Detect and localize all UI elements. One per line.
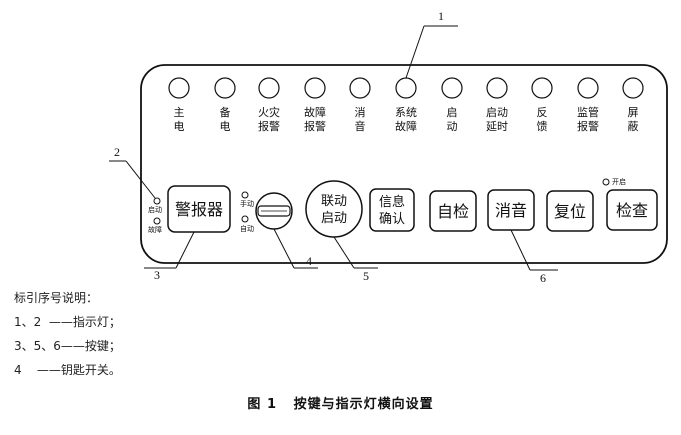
indicator-label-line1: 启 bbox=[447, 106, 458, 119]
indicator-lamp-backup-power bbox=[214, 77, 236, 99]
callout-number-6: 6 bbox=[540, 271, 546, 285]
key-switch-manual-dot bbox=[241, 191, 249, 199]
indicator-label-line1: 监管 bbox=[577, 105, 599, 119]
indicator-label-line2: 电 bbox=[174, 120, 185, 133]
linkage-start-label-line2: 启动 bbox=[321, 211, 347, 226]
indicator-lamp-main-power bbox=[168, 77, 190, 99]
alarm-button-label: 警报器 bbox=[175, 200, 223, 219]
legend-line-buttons: 3、5、6——按键； bbox=[14, 339, 121, 353]
callout-number-2: 2 bbox=[114, 145, 120, 159]
alarm-button[interactable] bbox=[167, 185, 231, 233]
legend-line-indicators: 1、2 ——指示灯； bbox=[14, 315, 121, 329]
legend-title: 标引序号说明： bbox=[14, 291, 99, 305]
key-switch-label-auto: 自动 bbox=[240, 224, 254, 233]
indicator-lamp-small-open bbox=[602, 178, 610, 186]
indicator-lamp-silence bbox=[349, 77, 371, 99]
small-indicator-label-start: 启动 bbox=[148, 205, 162, 214]
indicator-label-line1: 屏 bbox=[628, 106, 639, 119]
callout-number-4: 4 bbox=[306, 254, 312, 268]
callout-leader-1 bbox=[405, 25, 425, 79]
indicator-label-line2: 馈 bbox=[537, 120, 548, 133]
callout-leader-2 bbox=[125, 160, 156, 199]
indicator-label-line2: 报警 bbox=[258, 119, 280, 133]
small-indicator-label-open: 开启 bbox=[612, 177, 626, 186]
indicator-label-line1: 故障 bbox=[304, 105, 326, 119]
self-check-button[interactable] bbox=[429, 190, 477, 232]
callout-number-5: 5 bbox=[363, 269, 369, 283]
info-confirm-label-line2: 确认 bbox=[379, 212, 405, 227]
info-confirm-label-line1: 信息 bbox=[379, 194, 405, 210]
linkage-start-label-line1: 联动 bbox=[321, 194, 347, 209]
indicator-label-line2: 延时 bbox=[486, 120, 508, 133]
inspect-button[interactable] bbox=[606, 189, 658, 231]
legend-line-key-switch: 4 ——钥匙开关。 bbox=[14, 363, 121, 377]
silence-label: 消音 bbox=[495, 201, 527, 220]
callout-leader-3 bbox=[175, 231, 195, 269]
reset-label: 复位 bbox=[554, 202, 586, 221]
indicator-lamp-small-start bbox=[153, 197, 161, 205]
key-switch-label-manual: 手动 bbox=[240, 199, 254, 208]
indicator-label-line1: 火灾 bbox=[258, 105, 280, 119]
indicator-label-line2: 蔽 bbox=[628, 120, 639, 133]
inspect-label: 检查 bbox=[616, 201, 648, 220]
callout-leader-5 bbox=[333, 236, 355, 269]
indicator-label-line1: 消 bbox=[355, 105, 366, 119]
figure-caption: 图 1 按键与指示灯横向设置 bbox=[247, 397, 434, 412]
indicator-label-line2: 故障 bbox=[395, 119, 417, 133]
callout-leader-4 bbox=[273, 228, 295, 269]
callout-number-3: 3 bbox=[154, 268, 160, 282]
self-check-label: 自检 bbox=[437, 202, 469, 221]
info-confirm-button[interactable] bbox=[369, 188, 415, 232]
indicator-label-line2: 动 bbox=[447, 120, 458, 133]
indicator-lamp-fault-alarm bbox=[304, 77, 326, 99]
key-switch-auto-dot bbox=[241, 215, 249, 223]
indicator-lamp-fire-alarm bbox=[258, 77, 280, 99]
indicator-lamp-start-delay bbox=[486, 77, 508, 99]
linkage-start-button[interactable] bbox=[305, 180, 363, 238]
indicator-row bbox=[168, 77, 644, 99]
indicator-lamp-system-fault bbox=[395, 77, 417, 99]
indicator-label-line2: 电 bbox=[220, 120, 231, 133]
indicator-label-line1: 系统 bbox=[395, 106, 417, 119]
indicator-label-line2: 音 bbox=[355, 119, 366, 133]
reset-button[interactable] bbox=[546, 190, 594, 232]
indicator-lamp-feedback bbox=[531, 77, 553, 99]
callout-leader-6 bbox=[510, 229, 531, 271]
indicator-label-line1: 启动 bbox=[486, 106, 508, 119]
control-panel-outline bbox=[140, 64, 668, 264]
indicator-lamp-small-fault bbox=[153, 217, 161, 225]
indicator-lamp-supervisory bbox=[577, 77, 599, 99]
indicator-label-line1: 反 bbox=[537, 106, 548, 119]
indicator-label-line2: 报警 bbox=[577, 119, 599, 133]
indicator-label-line1: 主 bbox=[174, 106, 185, 119]
indicator-label-line2: 报警 bbox=[304, 119, 326, 133]
small-indicator-label-fault: 故障 bbox=[148, 225, 162, 234]
indicator-lamp-shield bbox=[622, 77, 644, 99]
callout-number-1: 1 bbox=[438, 9, 444, 23]
indicator-lamp-start bbox=[441, 77, 463, 99]
indicator-label-line1: 备 bbox=[220, 105, 231, 119]
